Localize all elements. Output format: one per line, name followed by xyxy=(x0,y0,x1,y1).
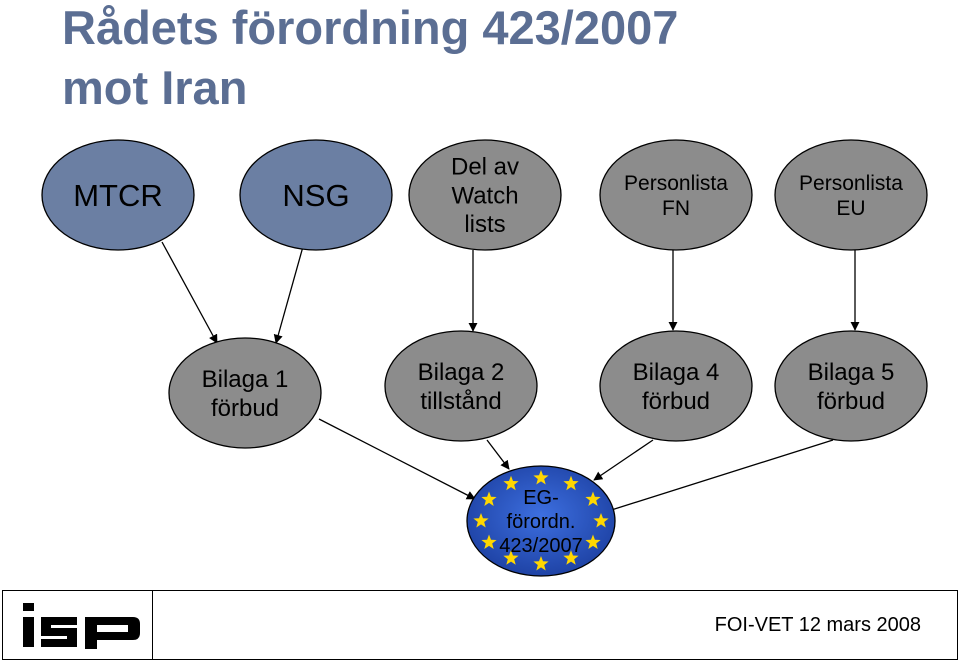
node-eu-shape xyxy=(774,139,928,251)
eu-star-icon xyxy=(585,491,601,506)
node-fn-line-1: Personlista xyxy=(624,172,728,195)
eu-star-icon xyxy=(473,513,489,528)
node-nsg: NSG xyxy=(239,139,393,251)
node-bilaga1-line-1: Bilaga 1 xyxy=(202,366,289,393)
node-bilaga2-shape xyxy=(384,330,538,442)
node-bilaga5-line-1: Bilaga 5 xyxy=(808,359,895,386)
eu-star-icon xyxy=(585,534,601,549)
arrow-bilaga5-to-eg xyxy=(604,439,834,514)
node-bilaga4-line-1: Bilaga 4 xyxy=(633,359,720,386)
isp-logo xyxy=(23,603,140,649)
node-eu-line-1: Personlista xyxy=(799,172,903,195)
node-eu-line-2: EU xyxy=(836,197,865,220)
arrow-bilaga4-to-eg xyxy=(593,439,654,481)
footer-bar: FOI-VET 12 mars 2008 xyxy=(2,590,958,660)
node-mtcr-line-1: MTCR xyxy=(73,178,163,213)
node-bilaga1-line-2: förbud xyxy=(211,395,279,422)
title-line-1: Rådets förordning 423/2007 xyxy=(62,1,679,54)
node-bilaga5-line-2: förbud xyxy=(817,388,885,415)
arrow-nsg-to-bilaga1 xyxy=(273,242,305,344)
eu-star-icon xyxy=(533,556,549,571)
node-bilaga1-shape xyxy=(168,337,322,449)
eu-star-icon xyxy=(533,470,549,485)
node-fn-shape xyxy=(599,139,753,251)
node-eg-line-1: EG- xyxy=(523,487,559,509)
node-bilaga4-line-2: förbud xyxy=(642,388,710,415)
eu-star-icon xyxy=(563,475,579,491)
eu-star-icon xyxy=(503,475,519,491)
node-bilaga2-line-2: tillstånd xyxy=(420,388,501,415)
eu-star-icon xyxy=(593,513,609,528)
node-bilaga5-shape xyxy=(774,330,928,442)
node-watch-shape xyxy=(408,139,562,251)
node-mtcr-label: MTCR xyxy=(73,178,163,213)
node-eg-label: EG-förordn.423/2007 xyxy=(499,487,582,557)
node-watch-line-3: lists xyxy=(464,211,505,238)
eu-star-icon xyxy=(481,534,497,549)
page-title: Rådets förordning 423/2007 mot Iran xyxy=(62,0,942,118)
node-eg-shape xyxy=(466,465,616,577)
node-nsg-label: NSG xyxy=(282,178,349,213)
eu-star-icon xyxy=(563,550,579,565)
footer-date: FOI-VET 12 mars 2008 xyxy=(714,614,921,636)
node-nsg-shape xyxy=(239,139,393,251)
edges xyxy=(161,241,860,514)
node-nsg-line-1: NSG xyxy=(282,178,349,213)
node-eg: EG-förordn.423/2007 xyxy=(466,465,616,577)
node-bilaga2-line-1: Bilaga 2 xyxy=(418,359,505,386)
node-fn-line-2: FN xyxy=(662,197,690,220)
arrow-mtcr-to-bilaga1 xyxy=(161,241,218,344)
node-mtcr-shape xyxy=(41,139,195,251)
eu-star-icon xyxy=(481,491,497,506)
eu-star-icon xyxy=(503,550,519,565)
node-eg-line-2: förordn. xyxy=(507,511,576,533)
node-mtcr: MTCR xyxy=(41,139,195,251)
footer-divider xyxy=(152,591,153,659)
node-bilaga4-shape xyxy=(599,330,753,442)
title-line-2: mot Iran xyxy=(62,61,248,114)
node-watch-line-1: Del av xyxy=(451,154,519,181)
arrow-bilaga2-to-eg xyxy=(486,439,510,470)
node-eg-line-3: 423/2007 xyxy=(499,535,582,557)
node-watch-line-2: Watch xyxy=(451,182,518,209)
arrow-bilaga1-to-eg xyxy=(318,418,476,500)
